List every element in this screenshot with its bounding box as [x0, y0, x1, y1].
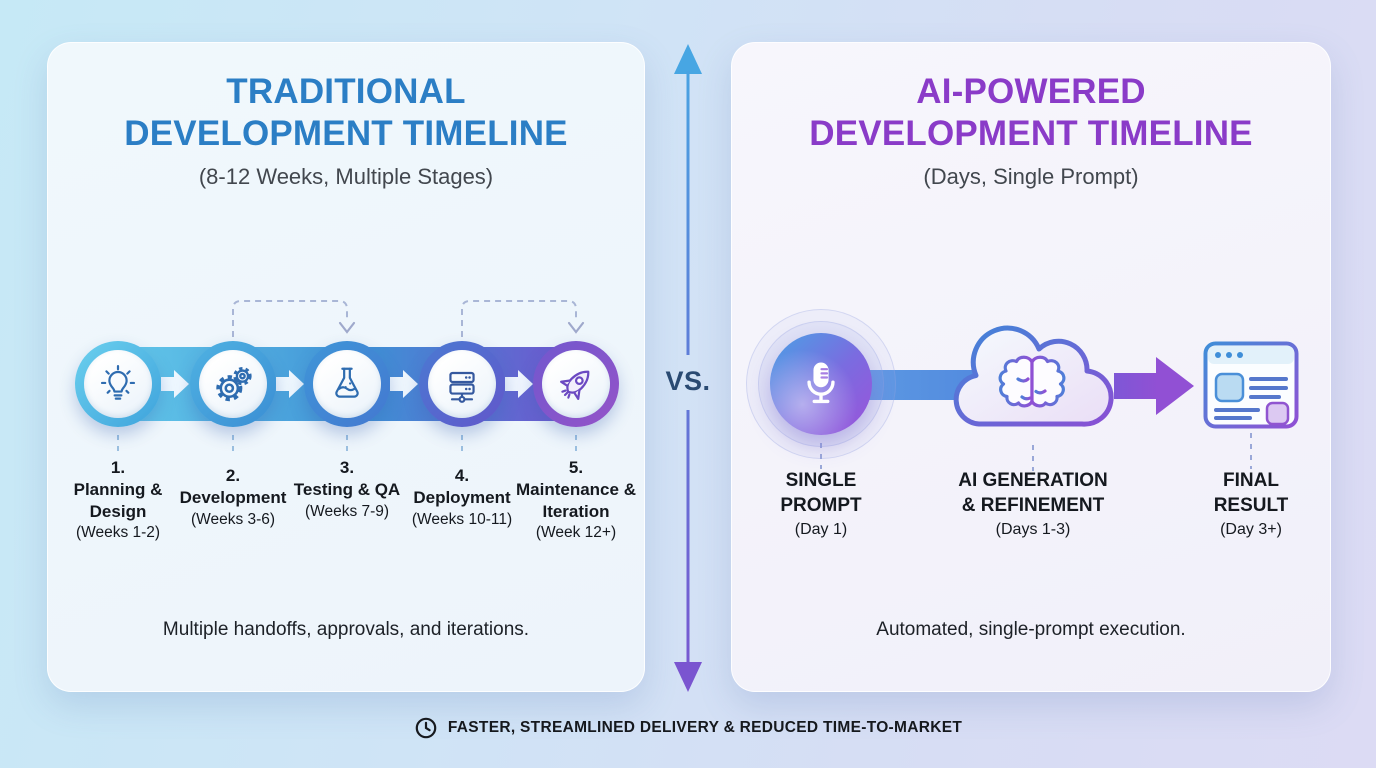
left-panel-title: TRADITIONAL DEVELOPMENT TIMELINE: [124, 72, 568, 153]
right-arrow-icon: [276, 370, 304, 398]
stage-duration: (Weeks 3-6): [190, 510, 276, 528]
stage-duration: (Weeks 10-11): [411, 510, 513, 528]
single-prompt-badge: [770, 333, 872, 435]
stage-number: 4.: [454, 466, 470, 485]
stage-disc: [542, 350, 610, 418]
lightbulb-icon: [100, 365, 136, 400]
clock-icon: [415, 717, 437, 739]
stage-duration: (Weeks 1-2): [75, 524, 161, 542]
stage-name: Testing & QA: [293, 479, 401, 499]
stage-disc: [84, 350, 152, 418]
stage-number: 5.: [568, 458, 584, 477]
right-arrow-icon: [390, 370, 418, 398]
right-arrow-icon: [161, 370, 189, 398]
down-arrowhead-icon: [674, 662, 702, 692]
footer-banner: FASTER, STREAMLINED DELIVERY & REDUCED T…: [0, 716, 1376, 740]
stage-circle-testing: [304, 341, 390, 427]
stage-number: 1.: [110, 458, 126, 477]
browser-text-lines: [1214, 377, 1288, 420]
step-duration: (Day 1): [794, 521, 848, 539]
stage-circle-maintenance: [533, 341, 619, 427]
gears-icon: [216, 366, 252, 402]
up-arrowhead-icon: [674, 44, 702, 74]
stage-disc: [199, 350, 267, 418]
stage-duration: (Weeks 7-9): [304, 502, 390, 520]
stage-label-maintenance: 5. Maintenance & Iteration (Week 12+): [516, 457, 636, 543]
right-arrow-icon: [505, 370, 533, 398]
flask-icon: [335, 367, 359, 398]
stage-number: 2.: [225, 466, 241, 485]
stage-circle-development: [190, 341, 276, 427]
stage-duration: (Week 12+): [535, 524, 617, 542]
step-duration: (Day 3+): [1220, 521, 1282, 539]
step-name: SINGLE PROMPT: [780, 470, 862, 516]
stage-circle-deployment: [419, 341, 505, 427]
right-panel-title: AI-POWERED DEVELOPMENT TIMELINE: [809, 72, 1253, 153]
browser-content-block: [1214, 372, 1245, 403]
stage-disc: [313, 350, 381, 418]
stage-name: Deployment: [413, 487, 511, 507]
feedback-arrowheads: [338, 321, 585, 334]
step-duration: (Days 1-3): [995, 521, 1071, 539]
stage-label-testing: 3. Testing & QA (Weeks 7-9): [287, 457, 407, 521]
left-panel-subtitle: (8-12 Weeks, Multiple Stages): [198, 164, 494, 189]
step-label-final-result: FINAL RESULT (Day 3+): [1201, 469, 1301, 541]
vs-divider-arrow: [674, 44, 702, 692]
down-arrowhead-icon: [567, 321, 585, 334]
ai-cloud-brain-icon: [953, 325, 1114, 427]
stage-label-planning: 1. Planning & Design (Weeks 1-2): [58, 457, 178, 543]
ai-timeline-panel: AI-POWERED DEVELOPMENT TIMELINE (Days, S…: [731, 42, 1331, 692]
label-connector-dashes: [820, 433, 1252, 471]
footer-text: FASTER, STREAMLINED DELIVERY & REDUCED T…: [447, 719, 963, 736]
stage-name: Planning & Design: [73, 479, 163, 521]
stage-name: Development: [179, 487, 287, 507]
right-panel-subtitle: (Days, Single Prompt): [923, 164, 1139, 189]
down-arrowhead-icon: [338, 321, 356, 334]
feedback-loop-dashes: [232, 300, 577, 337]
browser-accent-block: [1265, 401, 1290, 426]
stage-circle-planning: [75, 341, 161, 427]
stage-number: 3.: [339, 458, 355, 477]
stage-name: Maintenance & Iteration: [516, 479, 636, 521]
stage-label-deployment: 4. Deployment (Weeks 10-11): [402, 465, 522, 529]
left-panel-note: Multiple handoffs, approvals, and iterat…: [162, 619, 530, 640]
browser-window-icon: [1203, 341, 1299, 429]
browser-dots: [1215, 352, 1243, 358]
feedback-loop-1: [232, 300, 348, 337]
brain-icon: [998, 355, 1066, 408]
step-label-ai-generation: AI GENERATION & REFINEMENT (Days 1-3): [953, 469, 1113, 541]
right-panel-note: Automated, single-prompt execution.: [876, 619, 1186, 640]
step-name: AI GENERATION & REFINEMENT: [958, 470, 1108, 516]
browser-titlebar: [1208, 346, 1294, 364]
traditional-timeline-panel: TRADITIONAL DEVELOPMENT TIMELINE (8-12 W…: [47, 42, 645, 692]
stage-label-development: 2. Development (Weeks 3-6): [173, 465, 293, 529]
server-icon: [449, 371, 475, 403]
vs-label: VS.: [665, 366, 711, 396]
microphone-icon: [807, 362, 835, 404]
rocket-icon: [560, 370, 590, 400]
step-label-single-prompt: SINGLE PROMPT (Day 1): [746, 469, 896, 541]
right-arrowhead-icon: [1156, 357, 1194, 415]
step-name: FINAL RESULT: [1213, 470, 1289, 516]
label-connector-dashes: [117, 435, 577, 453]
stage-disc: [428, 350, 496, 418]
feedback-loop-2: [461, 300, 577, 337]
